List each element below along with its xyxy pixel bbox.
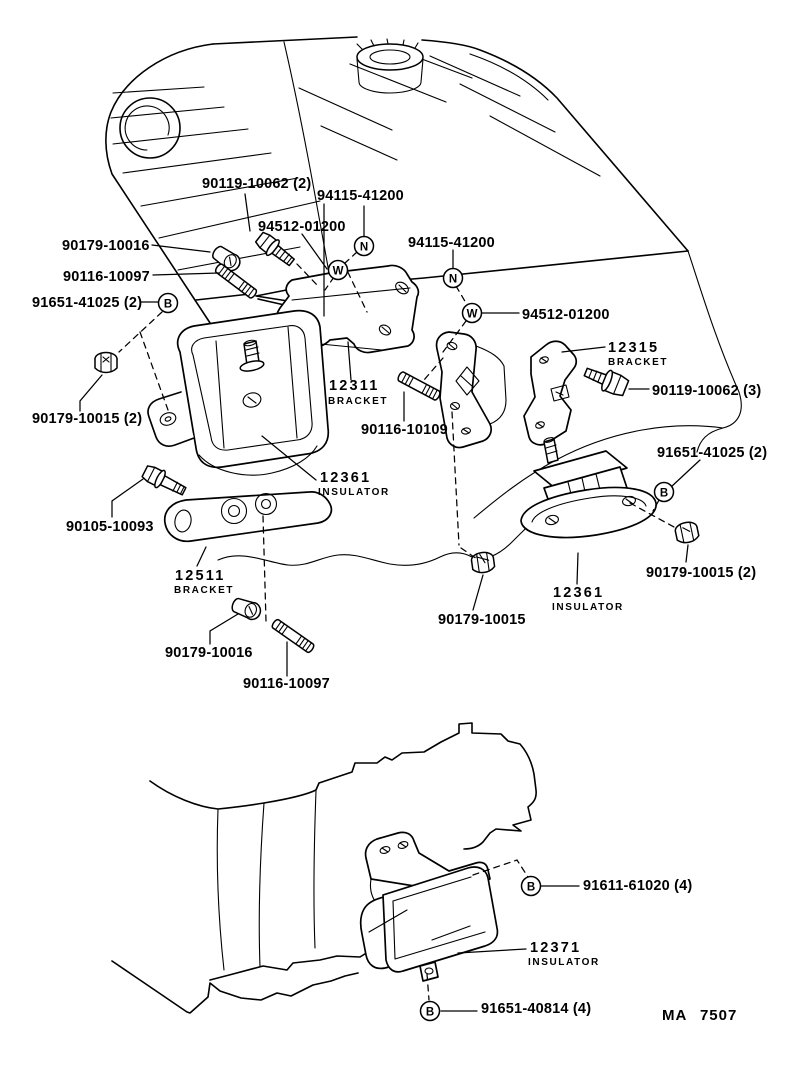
bracket-12315-boss — [550, 384, 570, 402]
engine-pan-edge — [209, 940, 398, 981]
label-12311-name: BRACKET — [328, 396, 388, 407]
label-90179-10015-right: 90179-10015 (2) — [646, 565, 756, 581]
insulator-12361-left-drawing — [147, 309, 330, 476]
label-91611-61020: 91611-61020 (4) — [583, 878, 692, 894]
label-94512-01200-left: 94512-01200 — [258, 219, 346, 235]
symbol-letter: W — [467, 309, 478, 321]
nut-90179-10016-lower — [231, 597, 262, 621]
bolt-90119-10062-right — [583, 367, 630, 397]
label-91651-41025-left: 91651-41025 (2) — [32, 295, 142, 311]
stud-90116-10097-lower — [271, 618, 315, 654]
symbol-W-left: W — [327, 259, 349, 281]
insulator-12361-right-stud — [543, 437, 559, 464]
bracket-12315-holes — [446, 341, 549, 435]
label-12511-number: 12511 — [175, 568, 226, 584]
stud-90116-10097-upper — [214, 263, 258, 299]
label-90116-10109: 90116-10109 — [361, 422, 448, 438]
symbol-letter: N — [360, 242, 368, 254]
insulator-12361-left-base — [198, 445, 318, 476]
label-90179-10016-lower: 90179-10016 — [165, 645, 253, 661]
bracket-12511-body — [163, 491, 333, 543]
label-94115-41200-left: 94115-41200 — [317, 188, 404, 204]
engine-top-outline — [105, 43, 217, 333]
engine-bottom-seams — [216, 790, 317, 971]
symbol-B-upper-left: B — [157, 292, 179, 314]
nut-90179-10015-center — [470, 551, 496, 574]
symbol-B-mount-upper: B — [520, 875, 542, 897]
label-91651-41025-right: 91651-41025 (2) — [657, 445, 767, 461]
hardware — [94, 231, 700, 654]
engine-bottom-view — [111, 722, 537, 1014]
label-12361-left-number: 12361 — [320, 470, 371, 486]
nut-90179-10015-right — [674, 521, 700, 544]
symbol-letter: W — [333, 266, 344, 278]
symbol-N-left: N — [353, 235, 375, 257]
symbol-letter: B — [164, 299, 172, 311]
insulator-12361-left-stud — [239, 339, 265, 372]
label-90179-10016-upper: 90179-10016 — [62, 238, 150, 254]
label-91651-40814: 91651-40814 (4) — [481, 1001, 591, 1017]
engine-top-edge — [212, 36, 689, 252]
engine-hatch-left — [110, 86, 321, 271]
engine-hatch-right — [298, 49, 601, 177]
label-90179-10015-left: 90179-10015 (2) — [32, 411, 142, 427]
insulator-12371-drawing — [359, 866, 499, 982]
label-90119-10062-top: 90119-10062 (2) — [202, 176, 311, 192]
insulator-12371-tab — [419, 961, 439, 982]
frame-sweep — [473, 425, 724, 519]
oil-filler-cap — [356, 38, 424, 94]
symbol-N-right: N — [442, 267, 464, 289]
label-12371-number: 12371 — [530, 940, 581, 956]
figure-code: MA 7507 — [662, 1007, 737, 1024]
assembly-dashed-lines — [118, 251, 675, 1001]
symbol-B-mount-lower: B — [419, 1000, 441, 1022]
label-12315-number: 12315 — [608, 340, 659, 356]
stud-90116-10109 — [397, 371, 441, 401]
insulator-12361-left-body — [176, 309, 330, 469]
symbol-letter: B — [426, 1007, 434, 1019]
leader-lines — [79, 193, 701, 1012]
bracket-12315-flange — [523, 340, 578, 446]
label-90105-10093: 90105-10093 — [66, 519, 154, 535]
bolt-90119-10062-top — [254, 231, 295, 267]
label-90119-10062-right: 90119-10062 (3) — [652, 383, 761, 399]
symbol-W-right: W — [461, 302, 483, 324]
symbol-letter: N — [449, 274, 457, 286]
fastener-symbols: B N W N W B B B — [157, 235, 675, 1022]
label-94115-41200-right: 94115-41200 — [408, 235, 495, 251]
insulator-12361-right-top — [533, 450, 628, 490]
bracket-12511-drawing — [163, 491, 333, 543]
bracket-12315-drawing — [435, 331, 578, 449]
label-94512-01200-right: 94512-01200 — [522, 307, 610, 323]
label-90116-10097-lower: 90116-10097 — [243, 676, 330, 692]
label-12361-right-name: INSULATOR — [552, 602, 624, 613]
insulator-12361-right-drawing — [520, 437, 657, 539]
label-12315-name: BRACKET — [608, 357, 668, 368]
engine-bottom-outline — [149, 722, 537, 850]
engine-front-boss — [119, 97, 181, 159]
label-12311-number: 12311 — [329, 378, 380, 394]
symbol-letter: B — [660, 488, 668, 500]
body-line-right — [687, 250, 742, 453]
bracket-12511-holes — [220, 492, 278, 525]
label-90116-10097-upper: 90116-10097 — [63, 269, 150, 285]
nut-91651-flange-left — [94, 351, 118, 374]
label-12511-name: BRACKET — [174, 585, 234, 596]
frame-wavy-edge — [217, 511, 546, 566]
engine-ridge — [283, 41, 549, 285]
part-labels: 90119-10062 (2) 94115-41200 94512-01200 … — [32, 176, 767, 1024]
symbol-B-right: B — [653, 481, 675, 503]
insulator-12361-right-holes — [545, 495, 636, 526]
symbol-letter: B — [527, 882, 535, 894]
label-12361-right-number: 12361 — [553, 585, 604, 601]
frame-lines — [217, 250, 742, 566]
label-90179-10015-center: 90179-10015 — [438, 612, 526, 628]
bracket-12315-diamond — [455, 366, 480, 396]
insulator-12361-right-flange — [520, 486, 657, 539]
label-12371-name: INSULATOR — [528, 957, 600, 968]
insulator-12371-block — [382, 866, 499, 973]
label-12361-left-name: INSULATOR — [318, 487, 390, 498]
bolt-90105-10093 — [141, 465, 187, 496]
engine-broken-edge — [111, 960, 359, 1014]
